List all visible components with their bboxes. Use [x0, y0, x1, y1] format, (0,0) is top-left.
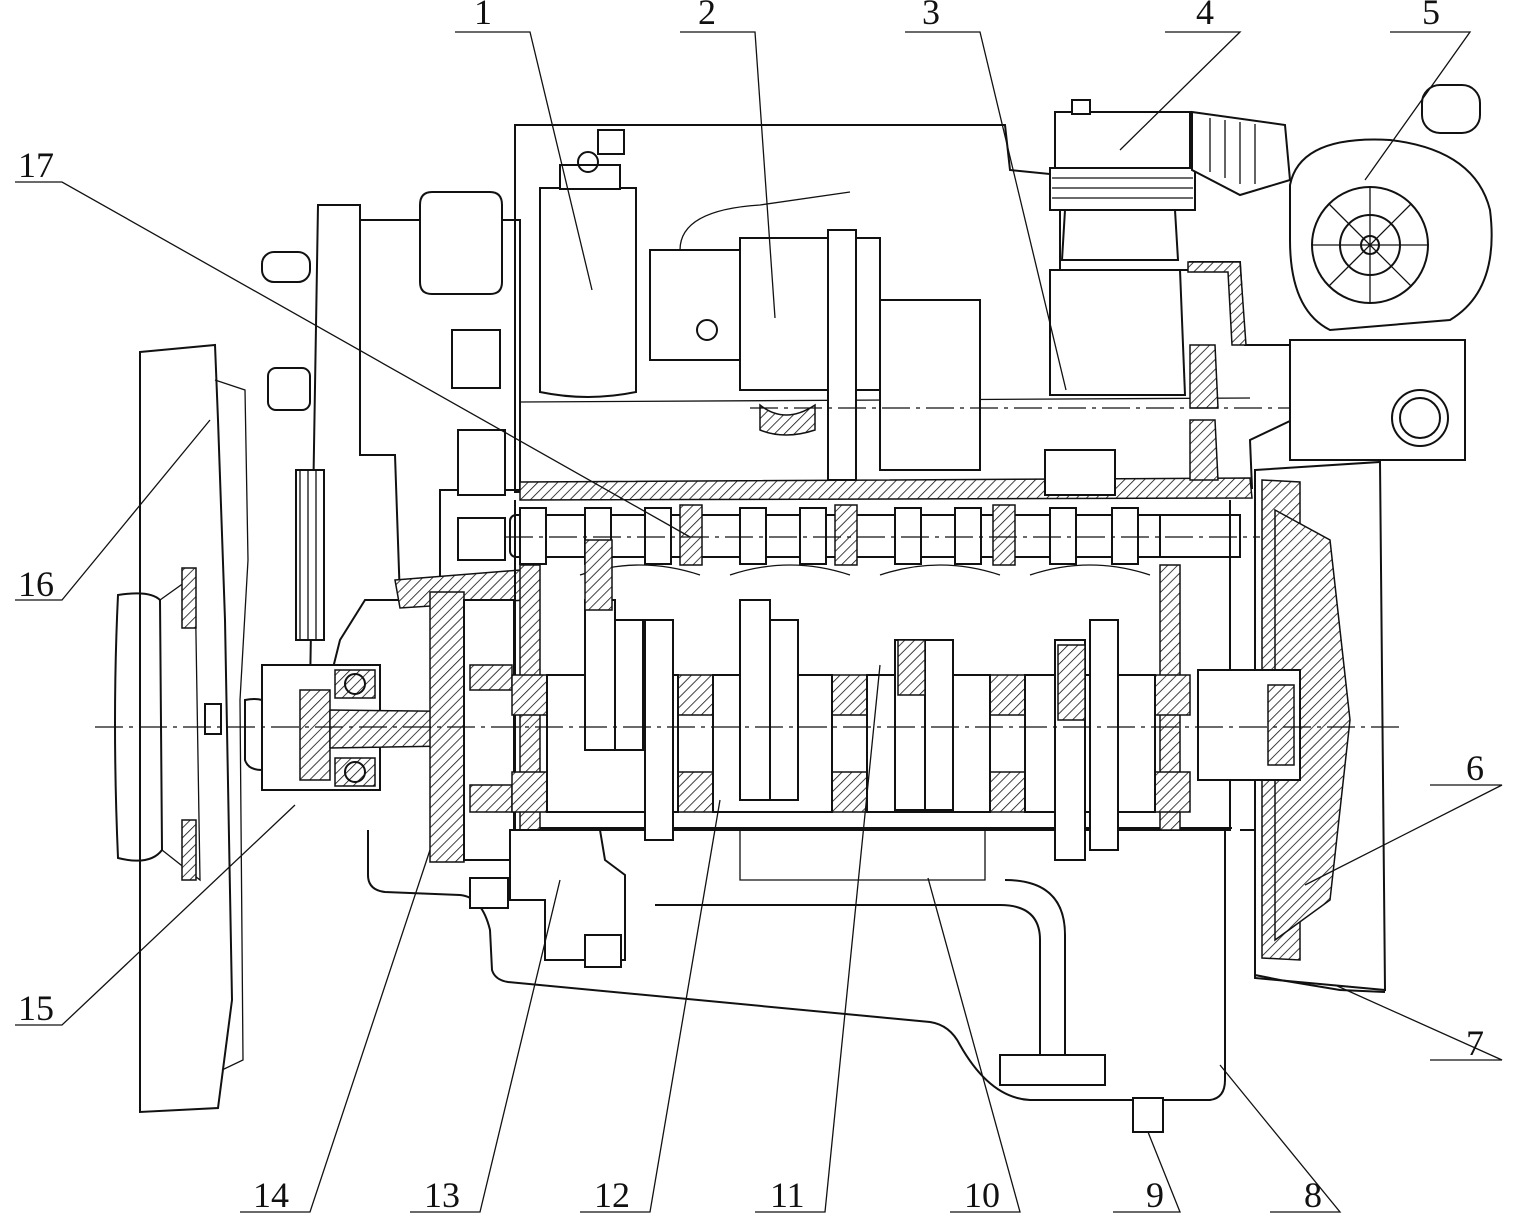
callout-12: 12 [594, 1175, 630, 1215]
callout-16: 16 [18, 564, 54, 604]
callout-14: 14 [253, 1175, 289, 1215]
fuel-filter [539, 129, 637, 398]
oil-pump [469, 829, 626, 968]
crankshaft [511, 539, 1191, 861]
callout-15: 15 [18, 988, 54, 1028]
callout-leaders [15, 31, 1503, 1213]
camshaft [509, 504, 1241, 566]
fuel-injection-pump [649, 191, 981, 481]
callout-5: 5 [1422, 0, 1440, 32]
callout-2: 2 [698, 0, 716, 32]
callout-13: 13 [424, 1175, 460, 1215]
cooling-fan [114, 343, 249, 1114]
callout-1: 1 [474, 0, 492, 32]
callout-9: 9 [1146, 1175, 1164, 1215]
air-compressor [1049, 99, 1292, 261]
flywheel-assembly [1197, 460, 1387, 993]
front-hub-assembly [204, 664, 511, 791]
callout-7: 7 [1466, 1023, 1484, 1063]
callout-6: 6 [1466, 748, 1484, 788]
front-timing-cover [261, 191, 526, 692]
callout-8: 8 [1304, 1175, 1322, 1215]
callout-10: 10 [964, 1175, 1000, 1215]
turbocharger [1289, 84, 1493, 461]
intake-manifold [1044, 261, 1247, 496]
callout-4: 4 [1196, 0, 1214, 32]
callout-3: 3 [922, 0, 940, 32]
oil-pan [367, 830, 1226, 1133]
callout-11: 11 [770, 1175, 805, 1215]
callout-17: 17 [18, 145, 54, 185]
